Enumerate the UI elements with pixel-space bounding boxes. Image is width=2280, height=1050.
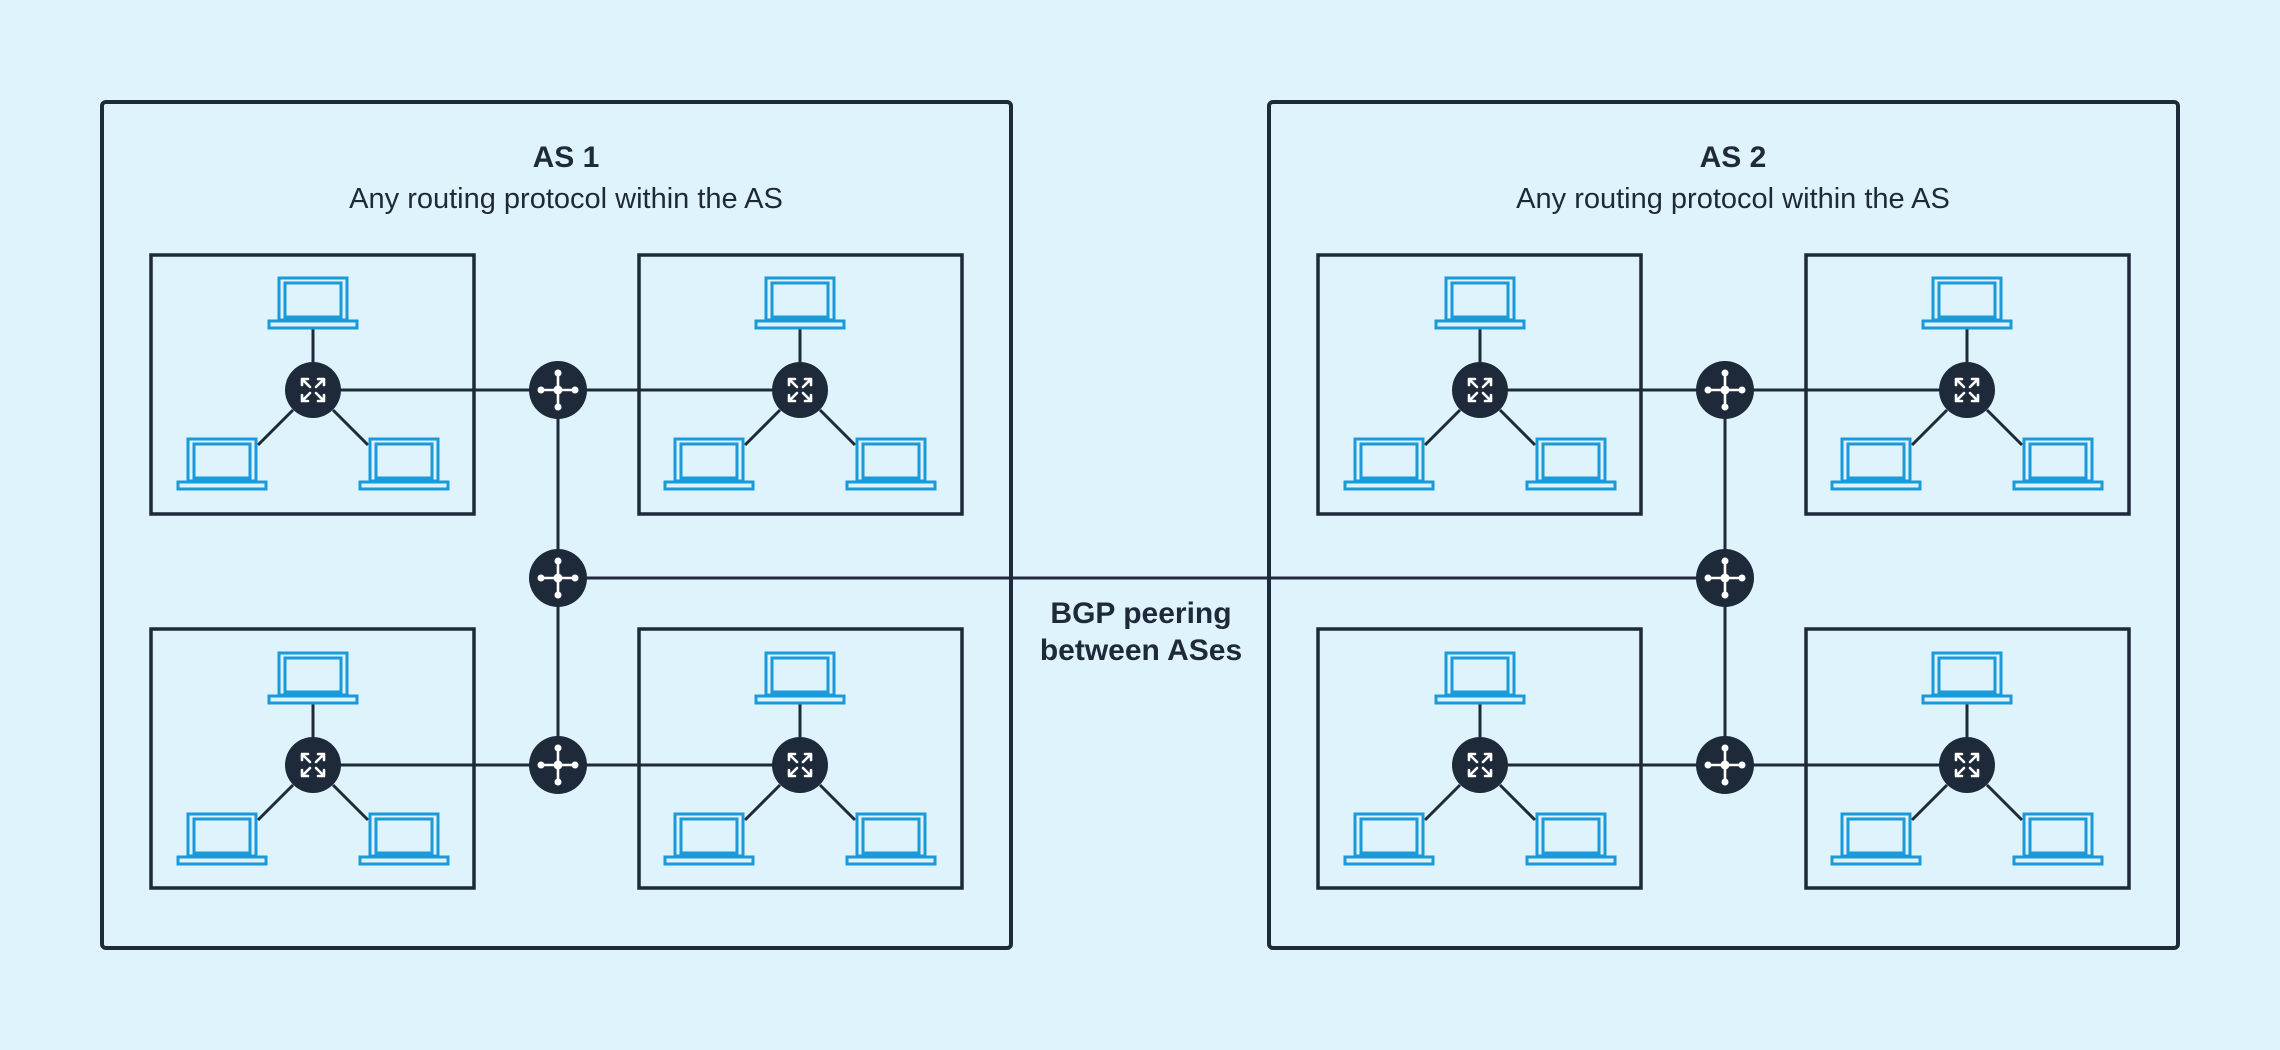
as2-subtitle: Any routing protocol within the AS: [1516, 183, 1950, 215]
subnet-box: [1804, 627, 2131, 890]
subnet: [149, 253, 476, 516]
switch-icon: [283, 735, 343, 795]
laptop-icon: [663, 812, 755, 866]
subnet: [1316, 627, 1643, 890]
as1-network: [149, 253, 964, 890]
subnet-box: [637, 253, 964, 516]
router-icon: [1694, 734, 1756, 796]
laptop-icon: [1830, 812, 1922, 866]
switch-icon: [283, 360, 343, 420]
as2-title: AS 2: [1700, 141, 1767, 174]
laptop-icon: [2012, 812, 2104, 866]
subnet: [149, 627, 476, 890]
access-link: [331, 408, 370, 447]
router-icon: [1694, 547, 1756, 609]
subnet-box: [637, 627, 964, 890]
laptop-icon: [176, 812, 268, 866]
subnet: [637, 253, 964, 516]
laptop-icon: [176, 437, 268, 491]
laptop-icon: [754, 276, 846, 330]
access-link: [818, 783, 857, 822]
access-link: [1910, 783, 1949, 822]
subnet-box: [149, 253, 476, 516]
as1-title: AS 1: [533, 141, 600, 174]
network-layer: [100, 100, 2180, 950]
laptop-icon: [845, 437, 937, 491]
laptop-icon: [2012, 437, 2104, 491]
subnet: [1804, 253, 2131, 516]
laptop-icon: [267, 276, 359, 330]
laptop-icon: [267, 651, 359, 705]
access-link: [1498, 408, 1537, 447]
subnet-box: [1316, 627, 1643, 890]
laptop-icon: [1525, 437, 1617, 491]
subnet-box: [1316, 253, 1643, 516]
laptop-icon: [1343, 812, 1435, 866]
access-link: [331, 783, 370, 822]
subnet-box: [1804, 253, 2131, 516]
laptop-icon: [1525, 812, 1617, 866]
access-link: [1985, 783, 2024, 822]
access-link: [743, 783, 782, 822]
switch-icon: [770, 360, 830, 420]
switch-icon: [1937, 360, 1997, 420]
laptop-icon: [358, 437, 450, 491]
laptop-icon: [1434, 276, 1526, 330]
laptop-icon: [1921, 276, 2013, 330]
access-link: [1910, 408, 1949, 447]
laptop-icon: [1434, 651, 1526, 705]
access-link: [1985, 408, 2024, 447]
subnet: [1316, 253, 1643, 516]
laptop-icon: [663, 437, 755, 491]
laptop-icon: [1830, 437, 1922, 491]
laptop-icon: [1343, 437, 1435, 491]
as2-network: [1316, 253, 2131, 890]
router-icon: [527, 547, 589, 609]
access-link: [1423, 408, 1462, 447]
subnet: [637, 627, 964, 890]
access-link: [256, 408, 295, 447]
bgp-label-line1: BGP peering: [1050, 597, 1231, 630]
subnet-box: [149, 627, 476, 890]
router-icon: [527, 734, 589, 796]
router-icon: [527, 359, 589, 421]
access-link: [1423, 783, 1462, 822]
laptop-icon: [845, 812, 937, 866]
laptop-icon: [358, 812, 450, 866]
access-link: [256, 783, 295, 822]
as1-boundary: [100, 100, 1013, 950]
access-link: [743, 408, 782, 447]
switch-icon: [1450, 735, 1510, 795]
switch-icon: [1937, 735, 1997, 795]
as1-subtitle: Any routing protocol within the AS: [349, 183, 783, 215]
switch-icon: [770, 735, 830, 795]
as2-boundary: [1267, 100, 2180, 950]
subnet: [1804, 627, 2131, 890]
laptop-icon: [1921, 651, 2013, 705]
laptop-icon: [754, 651, 846, 705]
switch-icon: [1450, 360, 1510, 420]
access-link: [818, 408, 857, 447]
bgp-label-line2: between ASes: [1040, 634, 1242, 667]
router-icon: [1694, 359, 1756, 421]
access-link: [1498, 783, 1537, 822]
